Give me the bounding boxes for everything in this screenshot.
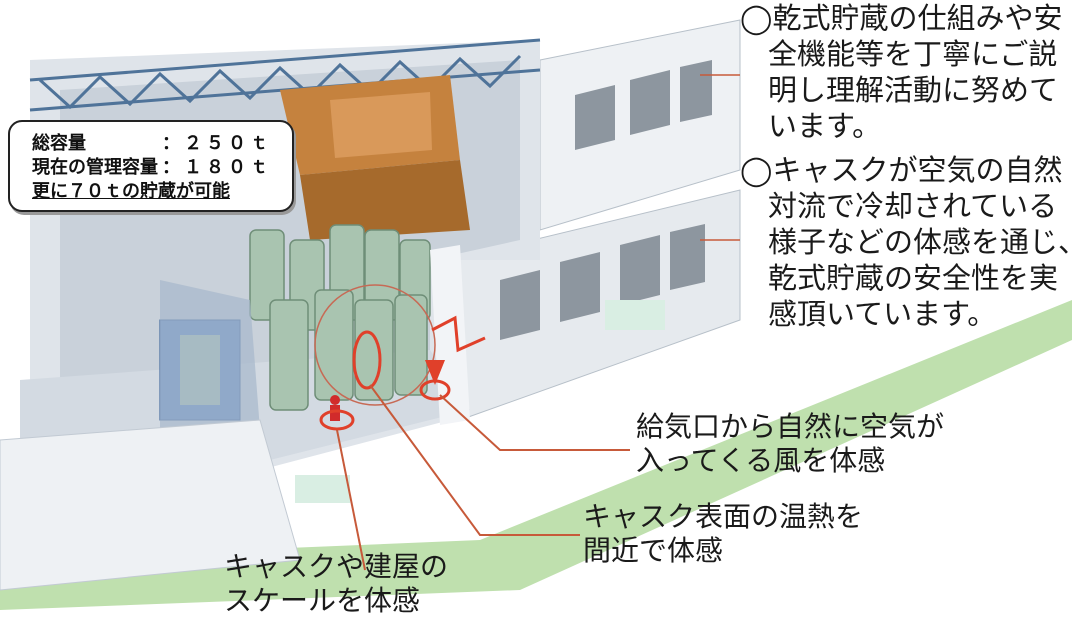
current-capacity-label: 現在の管理容量 xyxy=(32,157,158,178)
additional-capacity-note: 更に７０ｔの貯蔵が可能 xyxy=(32,181,230,202)
airflow-circle xyxy=(314,284,436,406)
current-capacity-value: ：１８０ｔ xyxy=(162,157,272,178)
capacity-box: 総容量 ：２５０ｔ 現在の管理容量：１８０ｔ 更に７０ｔの貯蔵が可能 xyxy=(8,120,294,212)
callout-cask-heat: キャスク表面の温熱を 間近で体感 xyxy=(583,500,864,567)
front-wall xyxy=(0,419,301,591)
person-figure xyxy=(330,395,340,405)
callout-line-air xyxy=(439,394,630,451)
casks xyxy=(249,224,431,411)
cask-surface-ellipse xyxy=(352,330,382,390)
callout-air-inlet: 給気口から自然に空気が 入ってくる風を体感 xyxy=(636,410,945,477)
person-ellipse xyxy=(319,409,355,431)
airflow-arrow xyxy=(431,315,486,353)
louvers xyxy=(500,60,712,340)
total-capacity-label: 総容量 xyxy=(32,133,86,154)
total-capacity-value: ：２５０ｔ xyxy=(162,133,272,154)
left-partition xyxy=(160,280,260,440)
callout-line-scale xyxy=(336,429,366,571)
callout-line-heat xyxy=(369,384,580,536)
callout-scale: キャスクや建屋の スケールを体感 xyxy=(224,550,449,617)
air-inlet-ellipse xyxy=(419,379,451,401)
note-explanation: ◯乾式貯蔵の仕組みや安 全機能等を丁寧にご説 明し理解活動に努めて います。 xyxy=(740,1,1063,143)
note-natural-convection: ◯キャスクが空気の自然 対流で冷却されている 様子などの体感を通じ、 乾式貯蔵の… xyxy=(740,153,1072,331)
